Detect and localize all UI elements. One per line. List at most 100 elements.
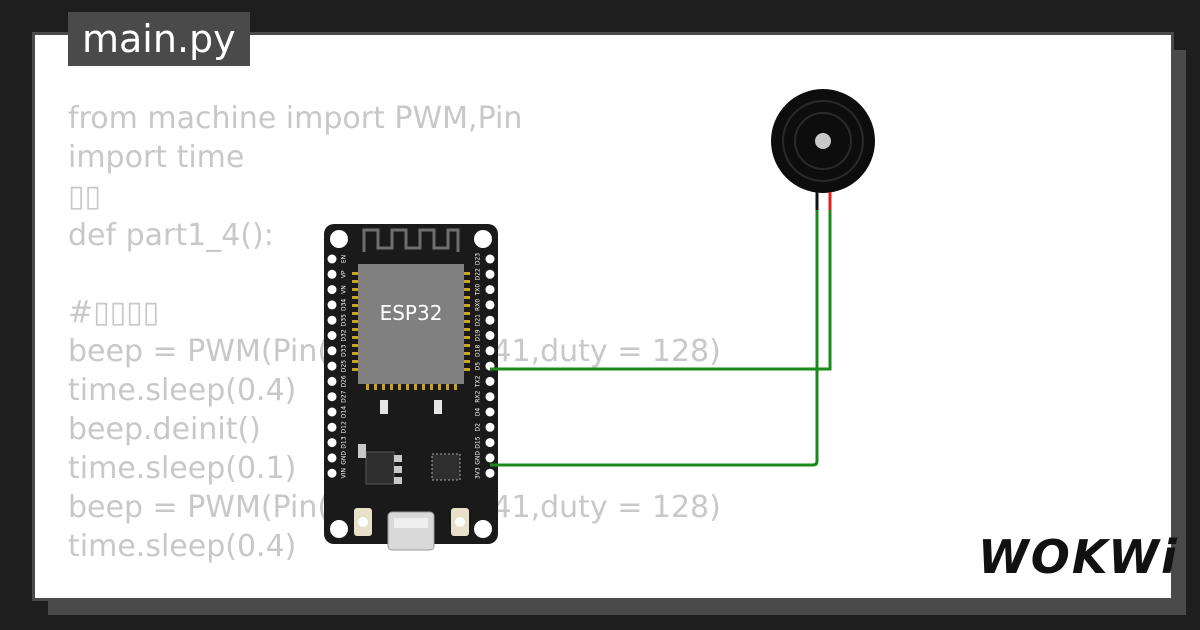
chip-pad [352,272,358,275]
pin-label: D4 [475,408,482,417]
chip-pad [414,384,417,390]
chip-pad [438,384,441,390]
chip-pad [382,384,385,390]
right-pin-d23[interactable] [485,254,495,264]
right-pin-d19[interactable] [485,331,495,340]
right-pin-d22[interactable] [485,269,495,279]
code-line: time.sleep(0.4) [68,528,297,564]
chip-pad [464,360,470,363]
code-line: import time [68,139,245,175]
pin-label: TX0 [475,284,482,297]
chip-pad [464,352,470,355]
code-line: from machine import PWM,Pin [68,101,523,136]
chip-pad [464,312,470,315]
left-pin-d14[interactable] [327,407,337,417]
pin-label: D5 [475,362,482,371]
wokwi-logo: WOKWi [978,530,1179,584]
chip-pad [352,296,358,299]
chip-pad [366,384,369,390]
file-title-tab[interactable]: main.py [68,12,250,66]
pin-label: D32 [341,329,348,341]
chip-pad [464,368,470,371]
chip-pad [352,328,358,331]
left-pin-gnd[interactable] [327,453,337,463]
wire-ground[interactable] [490,210,819,467]
right-pin-d21[interactable] [485,315,495,325]
chip-pad [446,384,449,390]
chip-pad [352,360,358,363]
code-line: time.sleep(0.1) [68,451,297,487]
pin-label: D33 [341,344,348,356]
chip-pad [430,384,433,390]
left-pin-d12[interactable] [327,422,337,432]
chip-pad [422,384,425,390]
right-pin-tx0[interactable] [485,285,495,295]
right-pin-d2[interactable] [485,422,495,432]
left-pin-d26[interactable] [327,376,337,386]
pin-label: D26 [341,375,348,387]
pin-label: D27 [341,390,348,402]
right-pin-tx2[interactable] [485,376,495,386]
chip-pad [464,336,470,339]
chip-pad [464,304,470,307]
voltage-regulator [365,451,395,485]
wire-signal[interactable] [490,210,832,371]
chip-pad [464,296,470,299]
chip-pad [398,384,401,390]
pin-label: D19 [475,329,482,341]
preview-card [32,32,1174,601]
left-pin-d34[interactable] [327,300,337,310]
pin-label: D12 [341,421,348,433]
left-pin-d25[interactable] [327,361,337,371]
pin-label: D34 [341,299,348,311]
chip-pad [352,312,358,315]
left-pin-vp[interactable] [327,269,337,279]
chip-pad [464,344,470,347]
pin-label: VIN [341,468,348,478]
usb-port[interactable] [387,511,435,551]
pin-label: RX0 [475,299,482,311]
left-pin-en[interactable] [327,254,337,264]
esp32-board[interactable]: ESP32 ENVPVND34D35D32D33D25D26D27D14D12D… [324,224,498,551]
right-pin-d18[interactable] [485,346,495,356]
pin-label: D23 [475,253,482,265]
chip-pad [406,384,409,390]
pin-label: GND [475,451,482,465]
right-pin-rx0[interactable] [485,300,495,310]
pin-label: D18 [475,344,482,356]
chip-pad [352,280,358,283]
right-pin-d15[interactable] [485,438,495,448]
chip-pad [464,272,470,275]
chip-pad [352,304,358,307]
board-label: ESP32 [380,301,443,325]
chip-pad [352,288,358,291]
chip-pad [464,288,470,291]
esp32-chip [358,264,464,384]
left-pin-d35[interactable] [327,315,337,325]
chip-pad [390,384,393,390]
code-line: ▯▯ [68,178,102,214]
left-pin-d33[interactable] [327,346,337,356]
left-pin-d27[interactable] [327,392,337,402]
left-pin-d32[interactable] [327,331,337,340]
buzzer[interactable] [771,89,875,212]
pin-label: VP [341,270,348,278]
pin-label: D13 [341,436,348,448]
code-line: def part1_4(): [68,217,274,253]
left-pin-vin[interactable] [327,468,337,478]
left-pin-vn[interactable] [327,285,337,295]
chip-pad [352,320,358,323]
code-line: #▯▯▯▯ [68,295,160,331]
pin-label: D14 [341,406,348,418]
chip-pad [464,320,470,323]
right-pin-d4[interactable] [485,407,495,417]
right-pin-rx2[interactable] [485,392,495,402]
pin-label: RX2 [475,390,482,402]
right-pin-gnd[interactable] [485,453,495,463]
left-pin-d13[interactable] [327,438,337,448]
right-pin-3v3[interactable] [485,468,495,478]
pin-label: D35 [341,314,348,326]
code-line: time.sleep(0.4) [68,373,297,409]
